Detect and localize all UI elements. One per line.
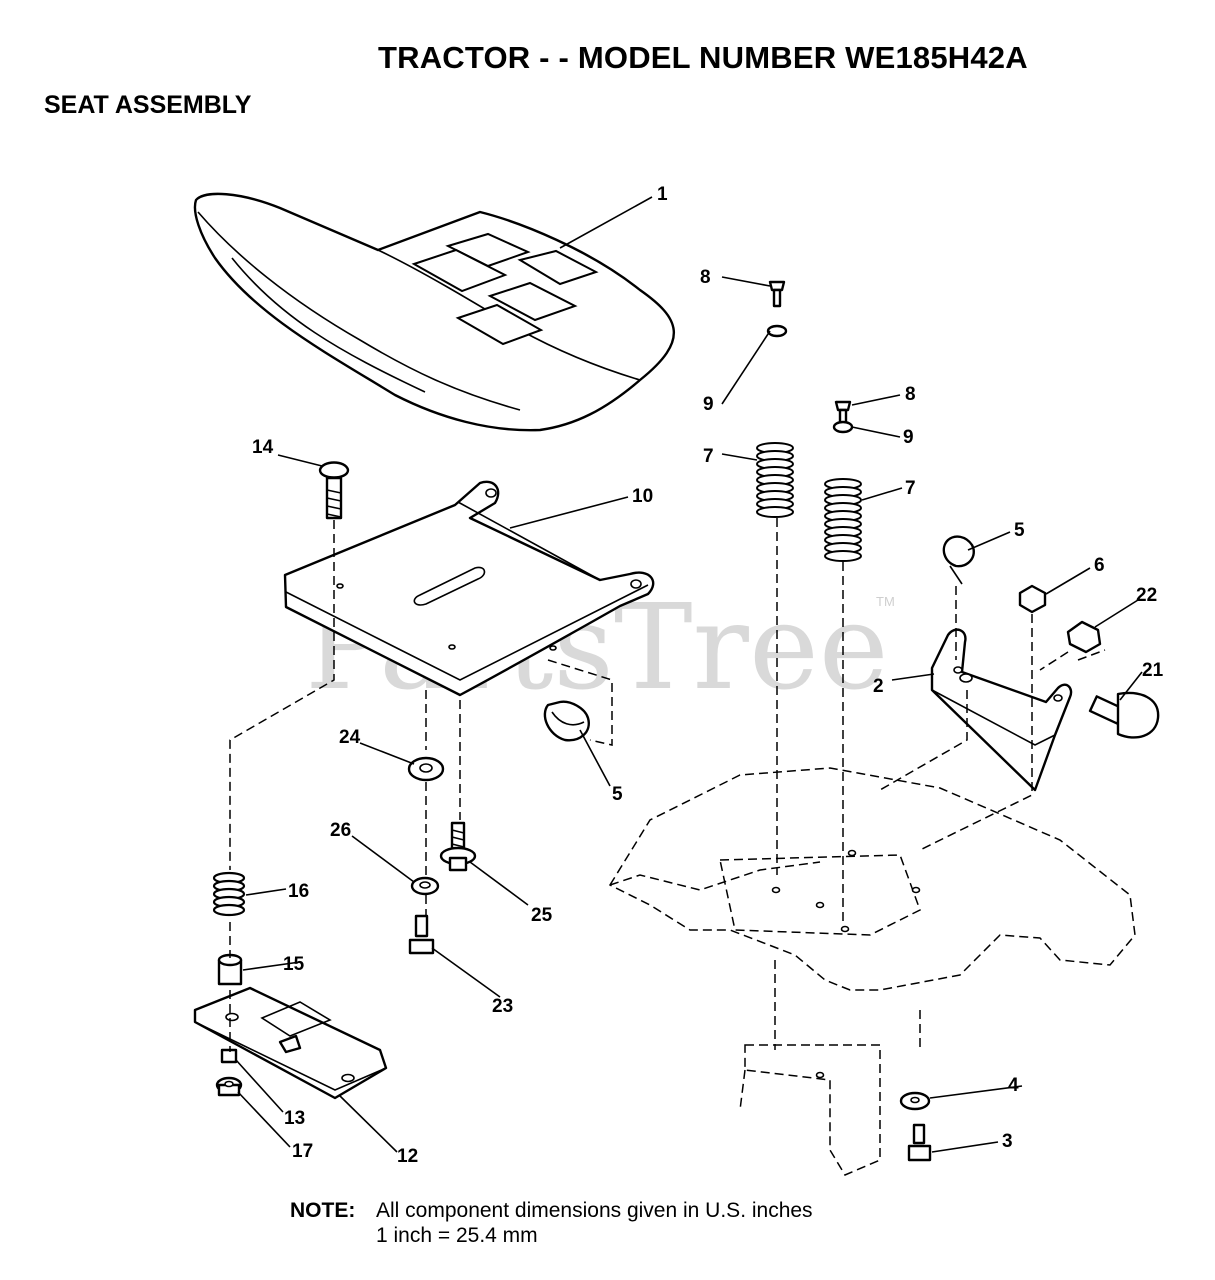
spring-part-7-right <box>824 478 862 562</box>
note-line-1: All component dimensions given in U.S. i… <box>376 1199 813 1222</box>
callout-8-left: 8 <box>700 267 711 288</box>
callout-13: 13 <box>284 1108 305 1129</box>
hex-bolt-part-23 <box>408 914 435 955</box>
callout-21: 21 <box>1142 660 1164 681</box>
callout-5-right: 5 <box>1014 520 1025 541</box>
callout-7-right: 7 <box>905 478 916 499</box>
callout-1: 1 <box>657 184 668 205</box>
callout-9-left: 9 <box>703 394 714 415</box>
callout-3: 3 <box>1002 1131 1013 1152</box>
callout-12: 12 <box>397 1146 418 1167</box>
callout-24: 24 <box>339 727 361 748</box>
shoulder-bolt-part <box>1088 691 1160 739</box>
leader-lines <box>235 196 1143 1153</box>
callout-25: 25 <box>531 905 553 926</box>
clip-part-right <box>942 535 975 585</box>
carriage-bolt-part <box>318 461 350 520</box>
callout-26: 26 <box>330 820 351 841</box>
callout-8-right: 8 <box>905 384 916 405</box>
callout-5-left: 5 <box>612 784 623 805</box>
bolt-part-8-right <box>834 400 852 430</box>
clip-part-left <box>543 700 590 742</box>
washer-part-24 <box>407 756 445 782</box>
nut-part-13 <box>220 1048 238 1064</box>
bushing-part <box>217 953 243 986</box>
callout-labels: 1 2 3 4 5 5 6 7 7 8 8 9 9 10 12 13 14 15… <box>252 184 1164 1167</box>
callout-9-right: 9 <box>903 427 914 448</box>
assembly-lines <box>229 518 1106 1052</box>
note-label: NOTE: <box>290 1199 356 1222</box>
watermark-trademark: TM <box>876 594 895 609</box>
pivot-bracket-part <box>930 628 1073 792</box>
note-line-2: 1 inch = 25.4 mm <box>376 1224 538 1247</box>
seat-bracket-part <box>193 986 388 1100</box>
spring-part-16 <box>212 871 246 917</box>
callout-23: 23 <box>492 996 513 1017</box>
callout-14: 14 <box>252 437 274 458</box>
nut-part-22 <box>1066 620 1102 654</box>
nut-part-17 <box>215 1076 243 1097</box>
callout-4: 4 <box>1008 1075 1019 1096</box>
page-title: TRACTOR - - MODEL NUMBER WE185H42A <box>378 40 1028 75</box>
dimension-note: NOTE: All component dimensions given in … <box>290 1198 813 1248</box>
lock-washer-part <box>410 876 440 896</box>
hex-nut-part-6 <box>1018 584 1047 614</box>
washer-part-9-left <box>766 324 788 338</box>
washer-part-4 <box>899 1091 931 1111</box>
seat-pan-part <box>283 480 655 697</box>
section-title: SEAT ASSEMBLY <box>44 91 252 119</box>
seat-part <box>193 192 675 432</box>
callout-2: 2 <box>873 676 884 697</box>
callout-17: 17 <box>292 1141 313 1162</box>
callout-15: 15 <box>283 954 305 975</box>
washer-part-9-right <box>832 420 854 434</box>
callout-10: 10 <box>632 486 653 507</box>
flange-bolt-part <box>439 821 477 872</box>
callout-16: 16 <box>288 881 309 902</box>
fender-frame-outline <box>608 767 1136 1176</box>
callout-7-left: 7 <box>703 446 714 467</box>
spring-part-7-left <box>756 442 794 518</box>
callout-22: 22 <box>1136 585 1157 606</box>
hex-bolt-part-3 <box>907 1123 932 1162</box>
callout-6: 6 <box>1094 555 1105 576</box>
bolt-part-8-left <box>768 280 786 308</box>
